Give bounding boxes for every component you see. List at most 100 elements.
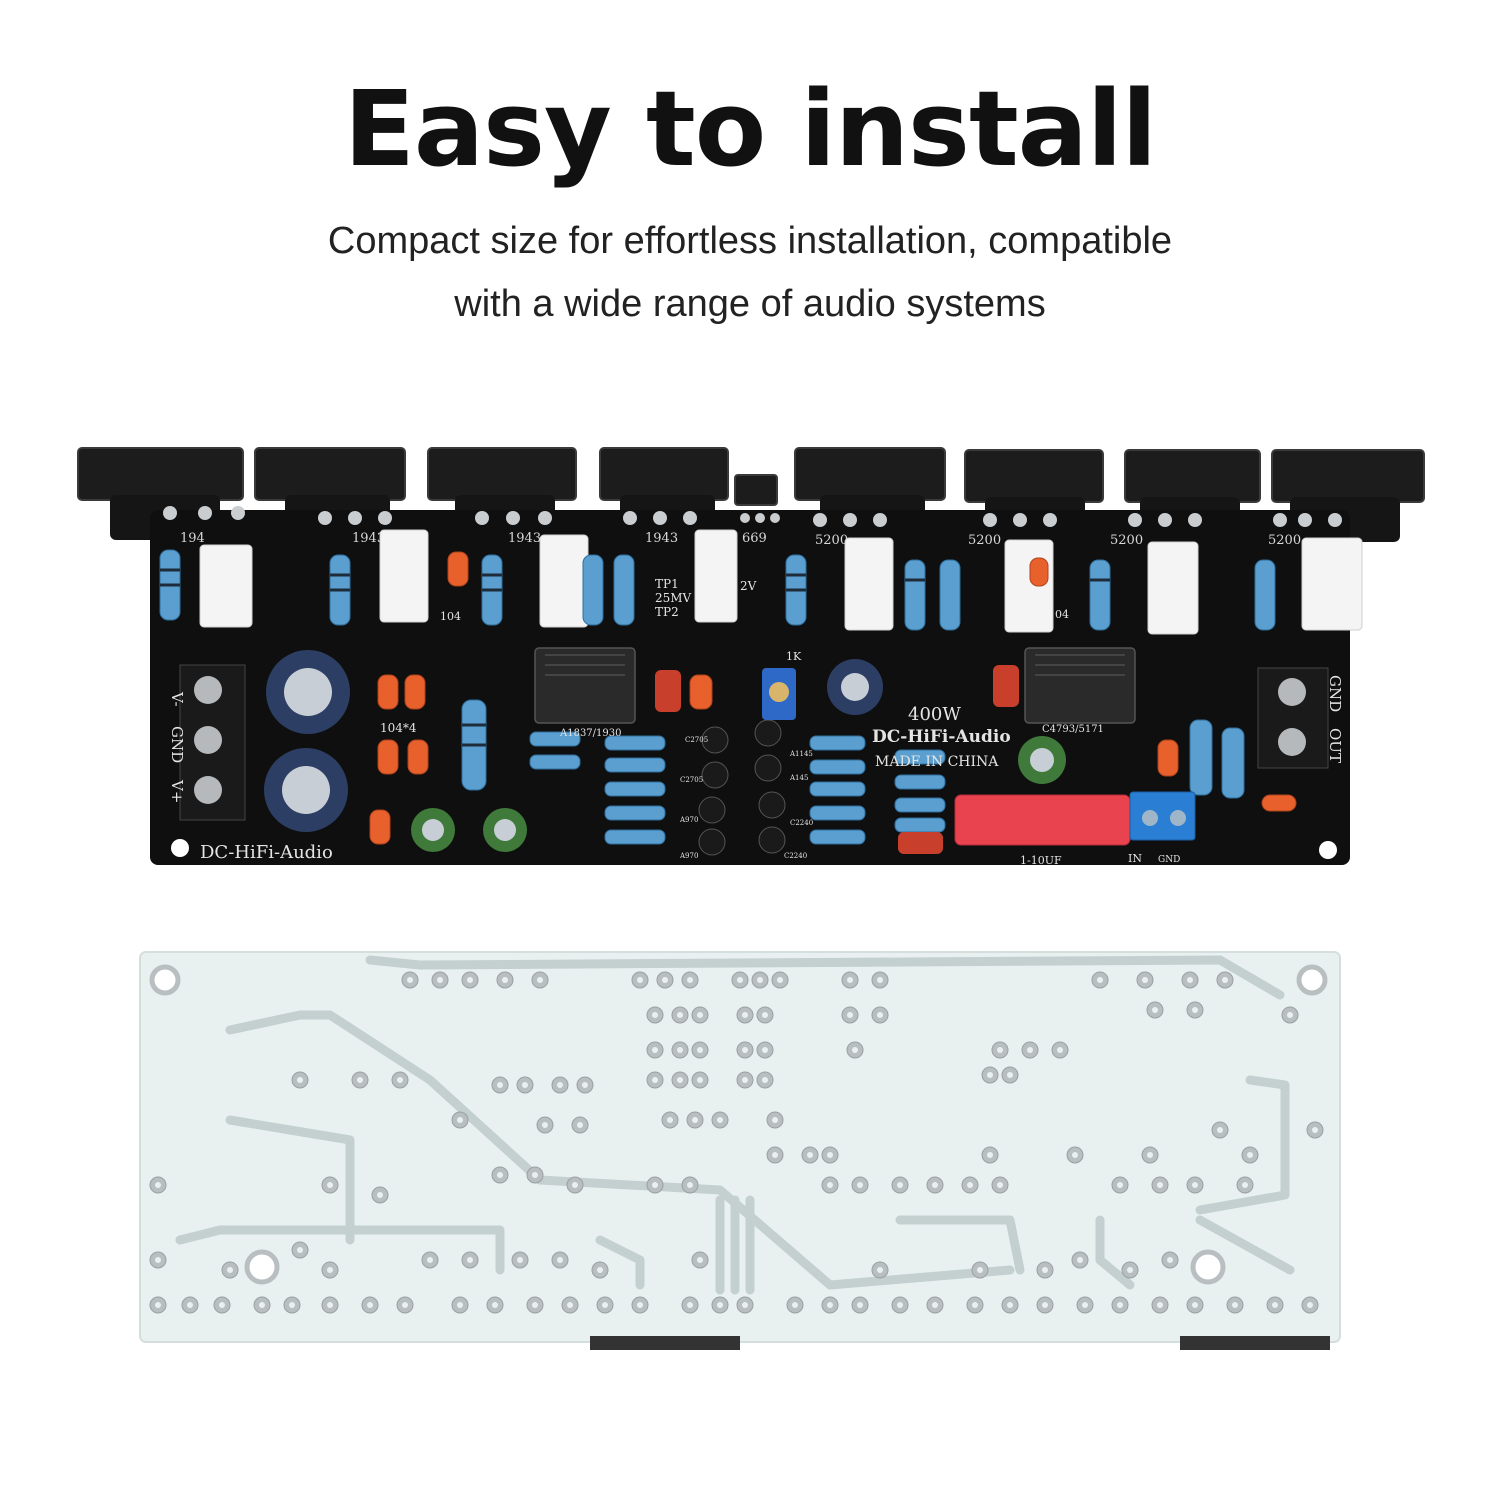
solder-pad-hole	[1147, 1152, 1153, 1158]
transistor-label: 5200	[968, 533, 1001, 548]
solder-pad-hole	[497, 1172, 503, 1178]
solder-pad-hole	[932, 1182, 938, 1188]
transistor-label: 5200	[815, 533, 848, 548]
solder-pad-hole	[877, 1012, 883, 1018]
solder-pad-hole	[1117, 1182, 1123, 1188]
transistor-label: 1943	[352, 531, 385, 546]
solder-pad-hole	[772, 1117, 778, 1123]
solder-pad-hole	[407, 977, 413, 983]
subheading-line-2: with a wide range of audio systems	[454, 283, 1046, 325]
solder-pad-hole	[467, 1257, 473, 1263]
solder-pad-hole	[557, 1257, 563, 1263]
solder-pad-hole	[717, 1302, 723, 1308]
headline: Easy to install	[343, 68, 1157, 190]
solder-pad-hole	[1192, 1007, 1198, 1013]
solder-pad-hole	[492, 1302, 498, 1308]
power-transistor-row	[77, 447, 1425, 506]
solder-pad-hole	[1152, 1007, 1158, 1013]
solder-pad-hole	[827, 1302, 833, 1308]
solder-pad-hole	[827, 1182, 833, 1188]
solder-pad-hole	[577, 1122, 583, 1128]
amplifier-board-bottom-photo	[139, 951, 1341, 1350]
solder-pad-hole	[522, 1082, 528, 1088]
solder-pad-hole	[357, 1077, 363, 1083]
test-point-label: TP1	[655, 577, 679, 591]
solder-pad-hole	[289, 1302, 295, 1308]
solder-pad-hole	[1097, 977, 1103, 983]
solder-pad-hole	[1007, 1302, 1013, 1308]
solder-pad-hole	[997, 1047, 1003, 1053]
solder-pad-hole	[1007, 1072, 1013, 1078]
solder-pad-hole	[652, 1047, 658, 1053]
solder-pad-hole	[1167, 1257, 1173, 1263]
power-rating-label: 400W	[908, 704, 961, 725]
solder-pad-hole	[227, 1267, 233, 1273]
small-part-label: C2240	[790, 819, 813, 827]
solder-pad-hole	[327, 1302, 333, 1308]
driver-label-left: A1837/1930	[559, 728, 622, 739]
solder-pad-hole	[777, 977, 783, 983]
solder-pad-hole	[1157, 1182, 1163, 1188]
solder-pad-hole	[987, 1072, 993, 1078]
voltage-label: 2V	[740, 579, 757, 593]
solder-pad-hole	[897, 1302, 903, 1308]
cap-group-label: 104*4	[380, 721, 417, 735]
solder-pad-hole	[697, 1047, 703, 1053]
test-point-label: TP2	[655, 605, 679, 619]
solder-pad-hole	[1072, 1152, 1078, 1158]
solder-pad-hole	[377, 1192, 383, 1198]
solder-pad-hole	[155, 1257, 161, 1263]
solder-pad-hole	[987, 1152, 993, 1158]
solder-pad-hole	[602, 1302, 608, 1308]
solder-pad-hole	[1157, 1302, 1163, 1308]
solder-pad-hole	[677, 1047, 683, 1053]
solder-pad-hole	[532, 1172, 538, 1178]
solder-pad-hole	[737, 977, 743, 983]
solder-pad-hole	[367, 1302, 373, 1308]
solder-pad-hole	[652, 1182, 658, 1188]
electrolytic-capacitors	[264, 650, 1066, 852]
solder-pad-hole	[437, 977, 443, 983]
transistor-label: 5200	[1110, 533, 1143, 548]
solder-pad-hole	[762, 1012, 768, 1018]
solder-pad-hole	[1127, 1267, 1133, 1273]
solder-pad-hole	[857, 1302, 863, 1308]
amplifier-board-top-photo: 194 1943 1943 1943 669 5200 5200 5200 52…	[77, 447, 1425, 867]
solder-pad-hole	[1192, 1182, 1198, 1188]
solder-pad-hole	[847, 1012, 853, 1018]
solder-pad-hole	[877, 1267, 883, 1273]
solder-pad-hole	[467, 977, 473, 983]
solder-pad-hole	[742, 1302, 748, 1308]
solder-pad-hole	[327, 1267, 333, 1273]
transistor-label: 1943	[508, 531, 541, 546]
solder-pad-hole	[697, 1077, 703, 1083]
solder-pad-hole	[742, 1047, 748, 1053]
solder-pad-hole	[497, 1082, 503, 1088]
solder-pad-hole	[1027, 1047, 1033, 1053]
solder-pad-hole	[259, 1302, 265, 1308]
solder-pad-hole	[1272, 1302, 1278, 1308]
terminal-label-left: GND	[168, 726, 186, 763]
solder-pad-hole	[1232, 1302, 1238, 1308]
small-part-label: C2705	[680, 776, 703, 784]
small-part-label: A145	[789, 774, 808, 782]
solder-pad-hole	[677, 1077, 683, 1083]
trimmer-label: 1K	[786, 650, 802, 663]
solder-pad-hole	[637, 1302, 643, 1308]
solder-pad-hole	[652, 1077, 658, 1083]
solder-pad-hole	[155, 1302, 161, 1308]
transistor-label: 1943	[645, 531, 678, 546]
driver-label-right: C4793/5171	[1042, 724, 1104, 735]
input-label: GND	[1158, 855, 1180, 865]
solder-pad-hole	[1247, 1152, 1253, 1158]
transistor-label: 5200	[1268, 533, 1301, 548]
solder-pad-hole	[742, 1012, 748, 1018]
solder-pad-hole	[1312, 1127, 1318, 1133]
solder-pad-hole	[807, 1152, 813, 1158]
solder-pad-hole	[397, 1077, 403, 1083]
solder-pad-hole	[1287, 1012, 1293, 1018]
brand-center-label: DC-HiFi-Audio	[872, 727, 1011, 747]
solder-pad-hole	[897, 1182, 903, 1188]
solder-pad-hole	[932, 1302, 938, 1308]
solder-pad-hole	[977, 1267, 983, 1273]
